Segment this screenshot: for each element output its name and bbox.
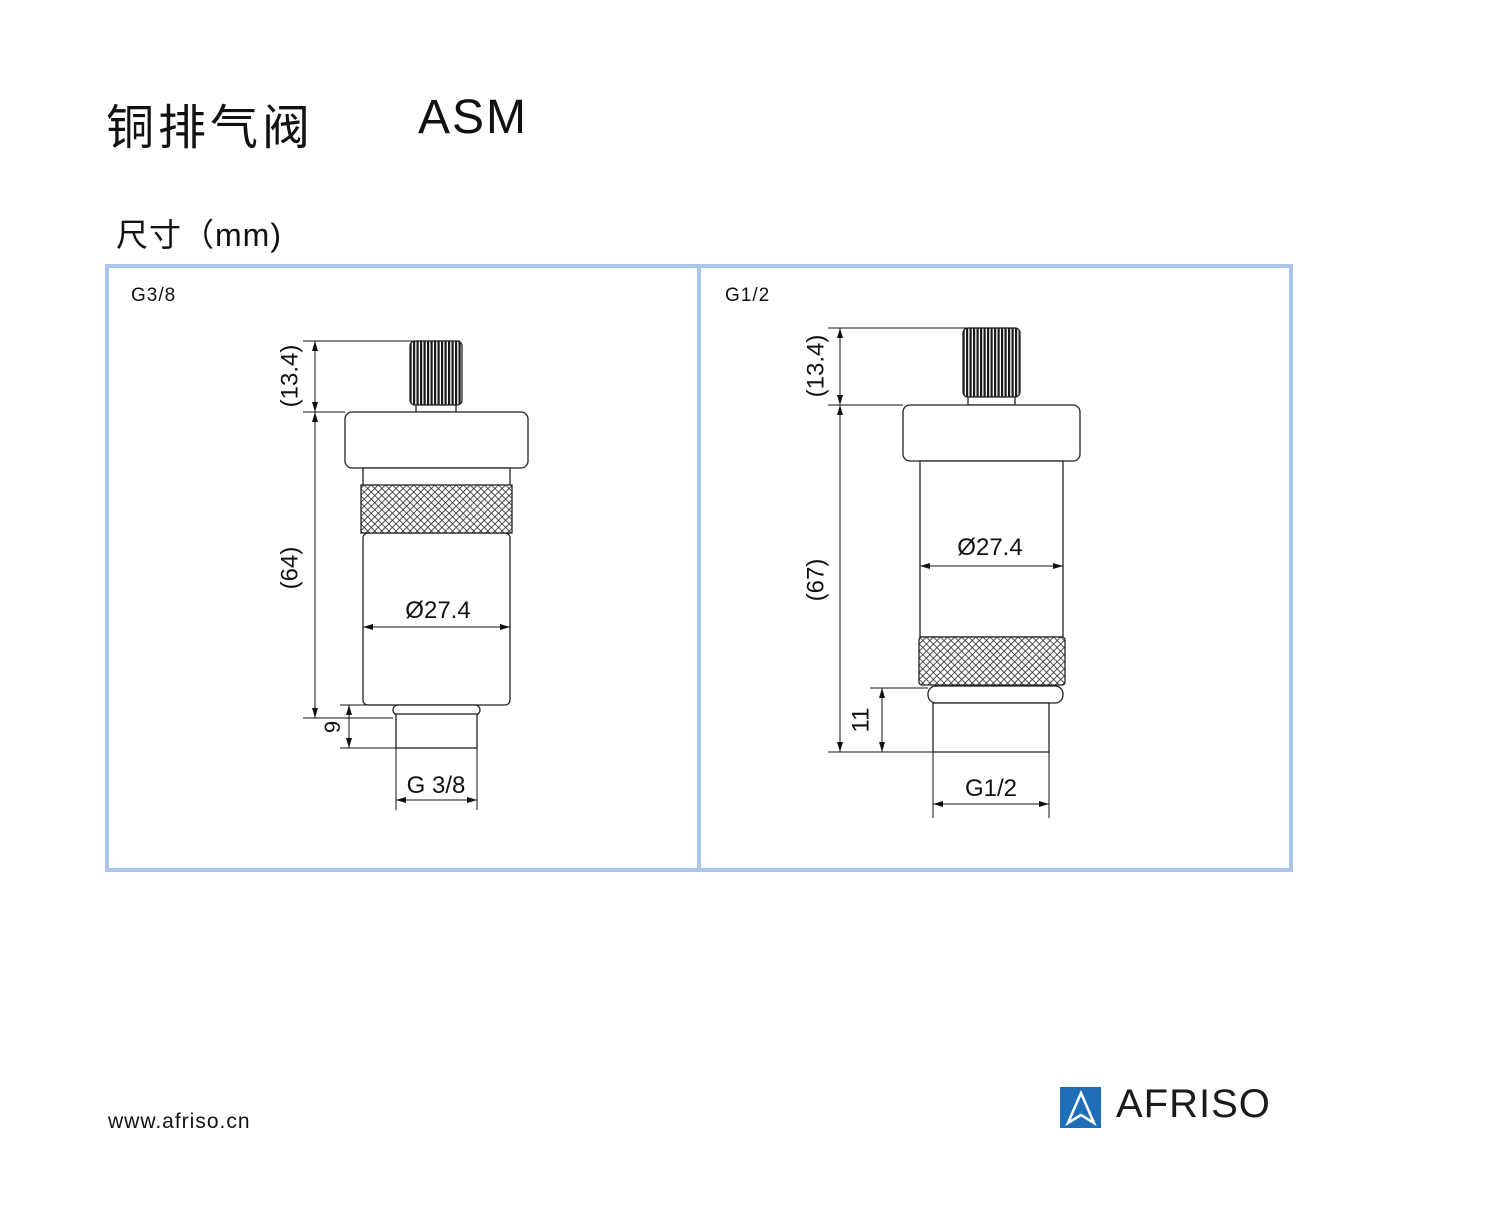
dimensions-g38 — [303, 340, 510, 810]
dim-thread-g38: G 3/8 — [407, 772, 466, 799]
valve-drawing-g38 — [344, 340, 529, 749]
page-title: 铜排气阀 — [106, 102, 315, 155]
dim-knob-height-g38: (13.4) — [276, 345, 303, 408]
panel-label-g12: G1/2 — [725, 285, 771, 306]
model-name: ASM — [418, 91, 529, 144]
panel-label-g38: G3/8 — [131, 285, 177, 306]
dim-diameter-g12: Ø27.4 — [957, 534, 1022, 561]
website-link[interactable]: www.afriso.cn — [108, 1110, 251, 1133]
dim-body-height-g38: (64) — [276, 547, 303, 590]
afriso-logo-text: AFRISO — [1116, 1082, 1271, 1126]
dim-thread-length-g12: 11 — [847, 708, 874, 733]
dim-knob-height-g12: (13.4) — [802, 335, 829, 398]
dim-thread-g12: G1/2 — [965, 775, 1017, 802]
dimensions-g12 — [828, 327, 1063, 818]
valve-drawing-g12 — [902, 327, 1081, 753]
afriso-logo-icon — [1060, 1087, 1101, 1128]
section-subtitle: 尺寸（mm) — [116, 217, 282, 253]
dim-thread-length-g38: 9 — [320, 721, 345, 733]
dim-body-height-g12: (67) — [802, 559, 829, 602]
dim-diameter-g38: Ø27.4 — [405, 597, 470, 624]
